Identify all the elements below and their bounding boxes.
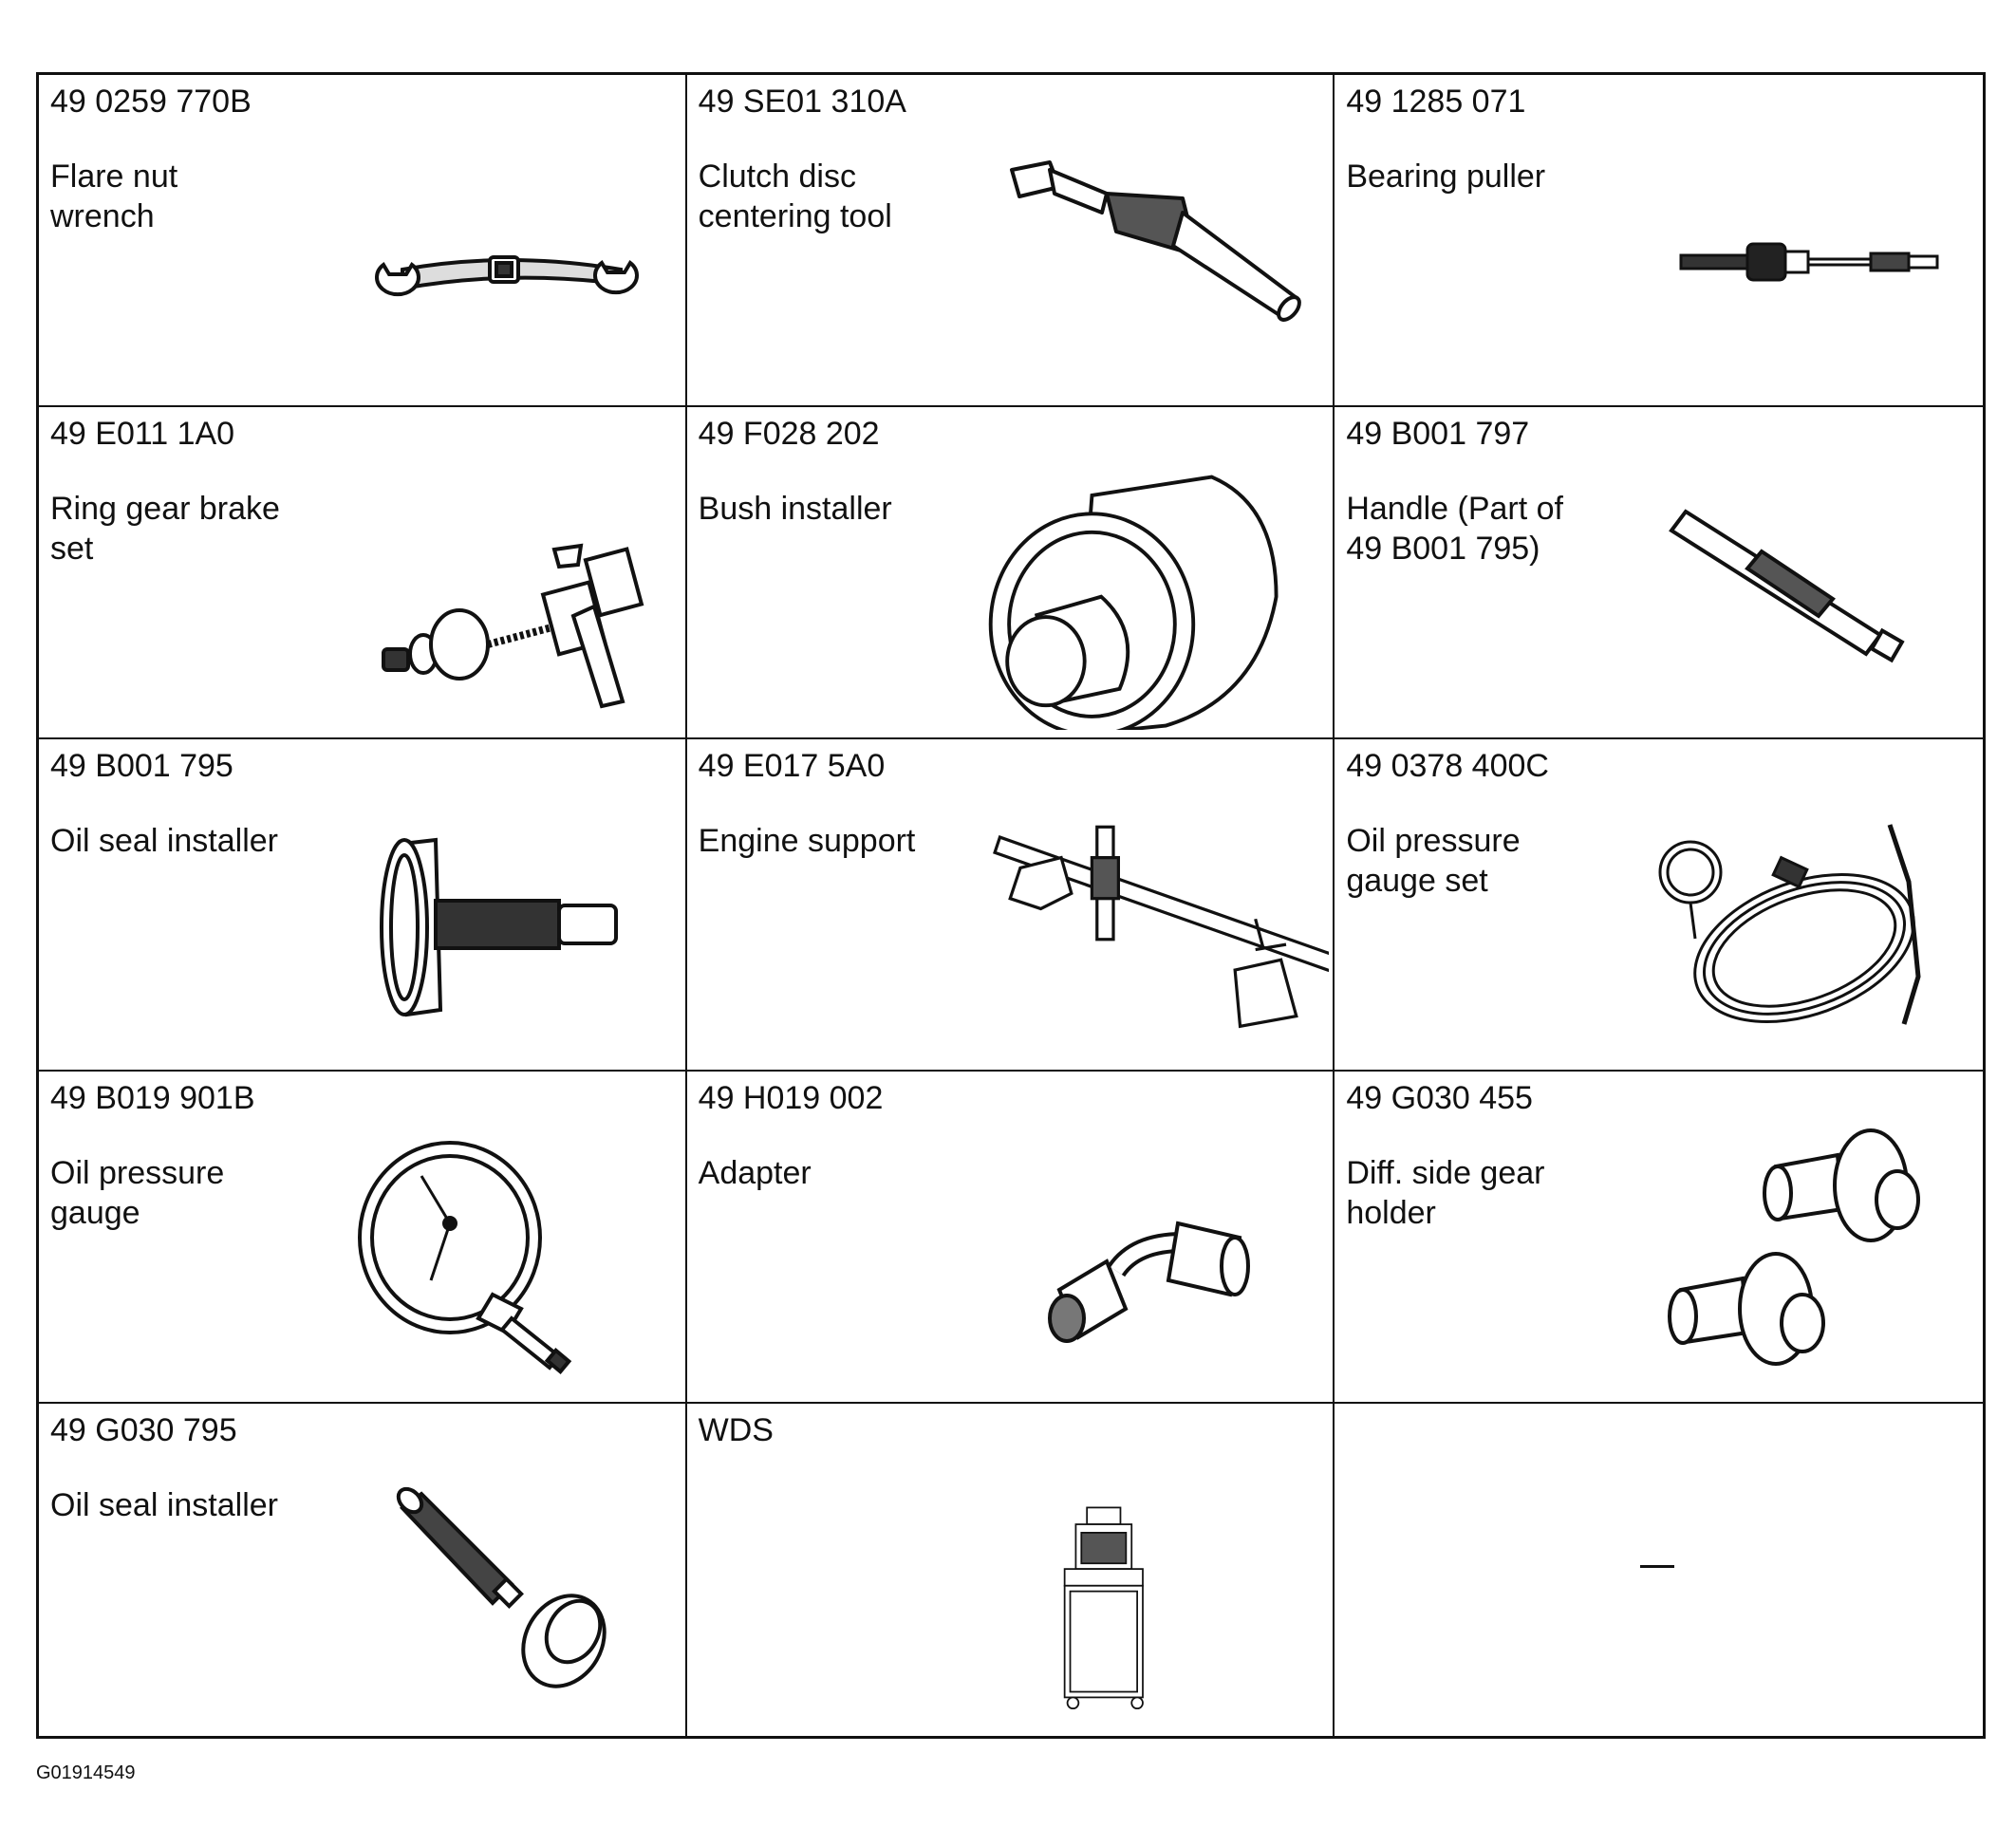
tool-cell-diff-side-gear-holder: 49 G030 455 Diff. side gear holder bbox=[1335, 1072, 1983, 1404]
tool-name: Flare nut wrench bbox=[50, 158, 178, 234]
oil-pressure-gauge-icon bbox=[357, 1141, 571, 1374]
flare-nut-wrench-icon bbox=[374, 255, 639, 297]
part-number: 49 H019 002 bbox=[698, 1080, 884, 1116]
oil-seal-installer-with-seal-icon bbox=[396, 1486, 607, 1688]
part-number: 49 0378 400C bbox=[1346, 748, 1549, 784]
engine-support-icon bbox=[993, 825, 1330, 1029]
part-number: 49 B001 795 bbox=[50, 748, 233, 784]
tool-cell-wds: WDS bbox=[687, 1404, 1335, 1736]
dash-placeholder-icon bbox=[1640, 1565, 1675, 1568]
tool-name: Diff. side gear holder bbox=[1346, 1155, 1545, 1231]
oil-pressure-gauge-set-icon bbox=[1658, 824, 1921, 1025]
tool-cell-handle: 49 B001 797 Handle (Part of 49 B001 795) bbox=[1335, 407, 1983, 739]
tool-cell-oil-seal-installer-2: 49 G030 795 Oil seal installer bbox=[39, 1404, 687, 1736]
tool-name: Ring gear brake set bbox=[50, 491, 280, 567]
part-number: 49 B001 797 bbox=[1346, 416, 1530, 452]
tool-name: Oil seal installer bbox=[50, 823, 278, 859]
part-number: 49 SE01 310A bbox=[698, 84, 906, 120]
tool-cell-oil-pressure-gauge-set: 49 0378 400C Oil pressure gauge set bbox=[1335, 739, 1983, 1072]
part-number: 49 E017 5A0 bbox=[698, 748, 886, 784]
tool-name: Bearing puller bbox=[1346, 158, 1546, 195]
part-number: 49 B019 901B bbox=[50, 1080, 255, 1116]
bearing-puller-icon bbox=[1679, 242, 1939, 282]
tool-cell-bearing-puller: 49 1285 071 Bearing puller bbox=[1335, 75, 1983, 407]
diff-side-gear-holder-icon bbox=[1668, 1128, 1920, 1366]
tool-cell-bush-installer: 49 F028 202 Bush installer bbox=[686, 407, 1335, 739]
tool-name: Handle (Part of 49 B001 795) bbox=[1346, 491, 1563, 567]
tool-cell-oil-seal-installer: 49 B001 795 Oil seal installer bbox=[39, 739, 687, 1072]
part-number: 49 E011 1A0 bbox=[50, 416, 235, 452]
tool-cell-clutch-disc-centering-tool: 49 SE01 310A Clutch disc centering tool bbox=[686, 75, 1335, 407]
tool-name: Engine support bbox=[698, 823, 916, 859]
tool-name: Clutch disc centering tool bbox=[698, 158, 892, 234]
tool-name: Oil seal installer bbox=[50, 1487, 278, 1523]
tool-cell-adapter: 49 H019 002 Adapter bbox=[686, 1072, 1335, 1404]
tool-name: Oil pressure gauge set bbox=[1346, 823, 1521, 899]
tool-name: Oil pressure gauge bbox=[50, 1155, 225, 1231]
figure-id: G01914549 bbox=[36, 1762, 136, 1783]
ring-gear-brake-set-icon bbox=[381, 543, 644, 709]
tool-cell-flare-nut-wrench: 49 0259 770B Flare nut wrench bbox=[39, 75, 687, 407]
adapter-icon bbox=[1048, 1221, 1251, 1343]
handle-icon bbox=[1669, 509, 1905, 663]
tool-cell-engine-support: 49 E017 5A0 Engine support bbox=[686, 739, 1335, 1072]
tool-name: Adapter bbox=[698, 1155, 812, 1191]
tool-name: Bush installer bbox=[698, 491, 892, 527]
special-tools-table: 49 0259 770B Flare nut wrench 49 SE01 31… bbox=[36, 72, 1986, 1739]
clutch-disc-centering-tool-icon bbox=[1010, 160, 1302, 322]
part-number: 49 F028 202 bbox=[698, 416, 880, 452]
part-number: WDS bbox=[698, 1412, 774, 1448]
tool-cell-oil-pressure-gauge: 49 B019 901B Oil pressure gauge bbox=[39, 1072, 687, 1404]
part-number: 49 0259 770B bbox=[50, 84, 252, 120]
oil-seal-installer-icon bbox=[379, 837, 618, 1017]
wds-diagnostic-cart-icon bbox=[1064, 1506, 1145, 1710]
part-number: 49 G030 795 bbox=[50, 1412, 237, 1448]
tool-cell-ring-gear-brake-set: 49 E011 1A0 Ring gear brake set bbox=[39, 407, 687, 739]
part-number: 49 1285 071 bbox=[1346, 84, 1526, 120]
bush-installer-icon bbox=[989, 475, 1279, 730]
part-number: 49 G030 455 bbox=[1346, 1080, 1533, 1116]
tool-cell-empty bbox=[1335, 1404, 1983, 1736]
